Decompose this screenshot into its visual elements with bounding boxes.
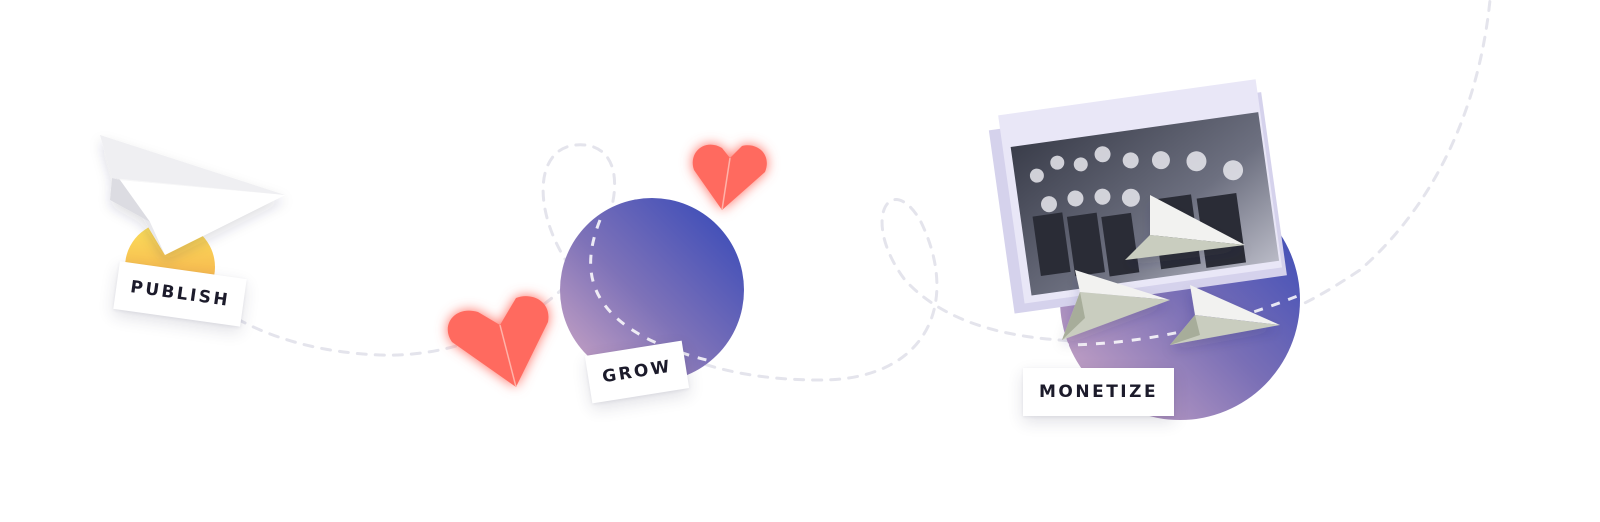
money-paper-plane-icon-2 — [1170, 285, 1280, 345]
audience-photo — [998, 79, 1283, 304]
monetize-group — [988, 79, 1301, 420]
monetize-label: MONETIZE — [1023, 368, 1175, 416]
grow-orb — [560, 198, 744, 382]
paper-plane-icon — [100, 135, 285, 255]
money-paper-plane-icon — [1062, 270, 1170, 340]
heart-icon-small — [692, 144, 767, 211]
money-paper-plane-icon-3 — [1125, 195, 1245, 260]
heart-icon — [447, 296, 549, 388]
grow-group — [447, 144, 767, 388]
